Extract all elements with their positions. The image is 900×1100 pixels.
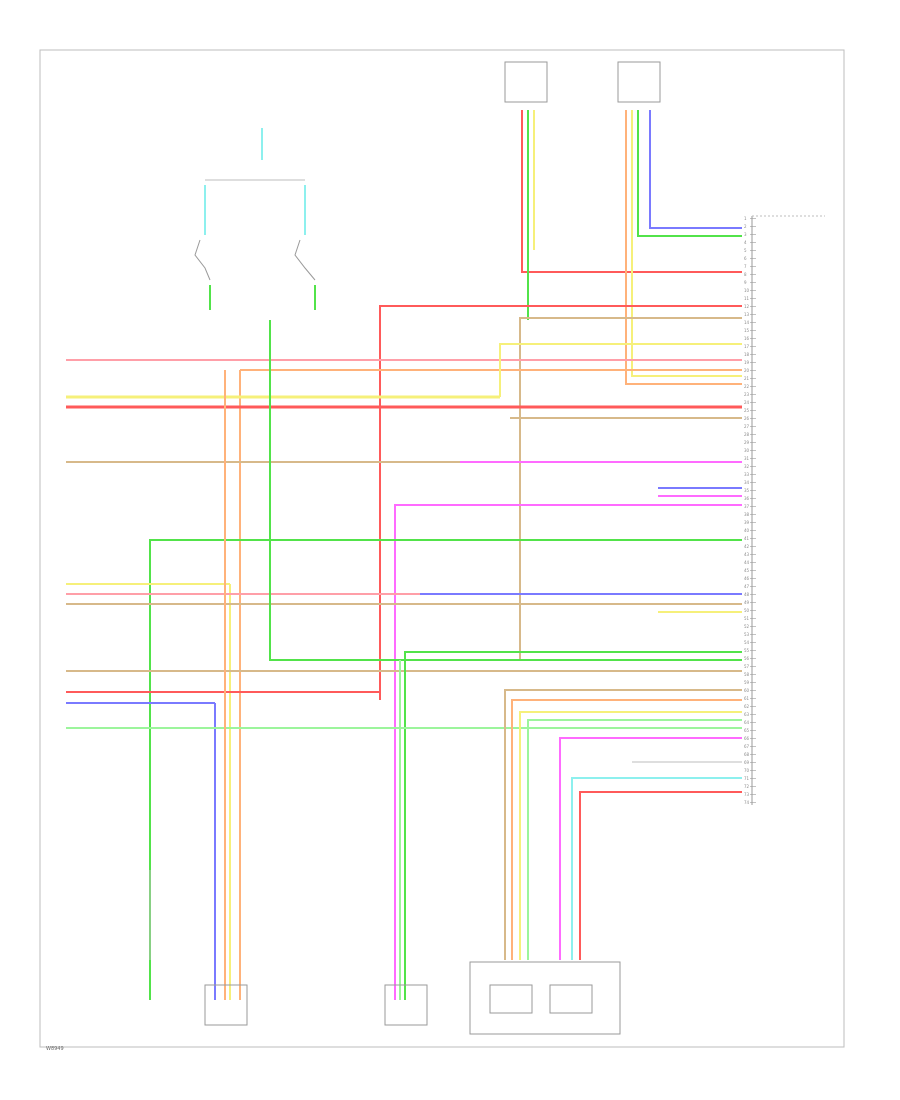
switch-left — [194, 239, 211, 281]
module-pin-number: 19 — [744, 360, 750, 365]
module-pin-number: 55 — [744, 648, 750, 653]
module-pin-number: 67 — [744, 744, 750, 749]
module-pin-number: 18 — [744, 352, 750, 357]
module-pin-number: 26 — [744, 416, 750, 421]
module-pin-number: 41 — [744, 536, 750, 541]
module-pin-number: 24 — [744, 400, 750, 405]
module-pin-number: 33 — [744, 472, 750, 477]
sensor-element-2 — [549, 984, 593, 1014]
module-pin-number: 58 — [744, 672, 750, 677]
module-pin-number: 68 — [744, 752, 750, 757]
module-pin-number: 72 — [744, 784, 750, 789]
module-pin-number: 5 — [744, 248, 747, 253]
module-pin-number: 21 — [744, 376, 750, 381]
module-pin-number: 63 — [744, 712, 750, 717]
module-pin-number: 32 — [744, 464, 750, 469]
component-layer — [194, 61, 661, 1035]
module-pin-number: 73 — [744, 792, 750, 797]
module-pin-number: 16 — [744, 336, 750, 341]
module-pin-number: 47 — [744, 584, 750, 589]
module-pin-number: 40 — [744, 528, 750, 533]
module-pin-number: 7 — [744, 264, 747, 269]
module-pin-number: 1 — [744, 216, 747, 221]
module-pin-number: 9 — [744, 280, 747, 285]
module-pin-number: 3 — [744, 232, 747, 237]
module-block: 1234567891011121314151617181920212223242… — [744, 215, 825, 805]
module-pin-number: 74 — [744, 800, 750, 805]
module-pin-number: 34 — [744, 480, 750, 485]
module-pin-number: 4 — [744, 240, 747, 245]
module-pin-number: 38 — [744, 512, 750, 517]
module-pin-number: 50 — [744, 608, 750, 613]
sensor-box-bottom-mid — [384, 984, 428, 1026]
module-pin-number: 37 — [744, 504, 750, 509]
module-pin-number: 28 — [744, 432, 750, 437]
module-pin-number: 42 — [744, 544, 750, 549]
sensor-box-bottom-left — [204, 984, 248, 1026]
module-pin-number: 49 — [744, 600, 750, 605]
module-pin-number: 43 — [744, 552, 750, 557]
module-pin-number: 66 — [744, 736, 750, 741]
connector-box-top-left — [504, 61, 548, 103]
module-pin-number: 14 — [744, 320, 750, 325]
module-pin-number: 36 — [744, 496, 750, 501]
switch-right — [294, 239, 316, 281]
module-pin-number: 13 — [744, 312, 750, 317]
module-pin-number: 65 — [744, 728, 750, 733]
module-pin-number: 23 — [744, 392, 750, 397]
module-pin-number: 56 — [744, 656, 750, 661]
module-pin-number: 48 — [744, 592, 750, 597]
module-pin-number: 53 — [744, 632, 750, 637]
module-pin-number: 30 — [744, 448, 750, 453]
sensor-assembly-box — [469, 961, 621, 1035]
module-pins: 1234567891011121314151617181920212223242… — [744, 216, 756, 805]
module-pin-number: 12 — [744, 304, 750, 309]
module-pin-number: 22 — [744, 384, 750, 389]
module-pin-number: 31 — [744, 456, 750, 461]
module-pin-number: 15 — [744, 328, 750, 333]
connector-box-top-right — [617, 61, 661, 103]
module-pin-number: 27 — [744, 424, 750, 429]
module-pin-number: 11 — [744, 296, 750, 301]
module-pin-number: 6 — [744, 256, 747, 261]
module-pin-number: 62 — [744, 704, 750, 709]
module-pin-number: 71 — [744, 776, 750, 781]
diagram-code: W8949 — [46, 1046, 64, 1052]
module-pin-number: 2 — [744, 224, 747, 229]
module-pin-number: 69 — [744, 760, 750, 765]
module-pin-number: 17 — [744, 344, 750, 349]
module-pin-number: 39 — [744, 520, 750, 525]
diagram-frame — [39, 49, 845, 1048]
module-pin-number: 59 — [744, 680, 750, 685]
module-pin-number: 46 — [744, 576, 750, 581]
module-pin-number: 57 — [744, 664, 750, 669]
module-pin-number: 52 — [744, 624, 750, 629]
sensor-element-1 — [489, 984, 533, 1014]
module-pin-number: 61 — [744, 696, 750, 701]
module-pin-number: 44 — [744, 560, 750, 565]
module-pin-number: 10 — [744, 288, 750, 293]
module-pin-number: 35 — [744, 488, 750, 493]
module-pin-number: 25 — [744, 408, 750, 413]
module-pin-number: 45 — [744, 568, 750, 573]
module-pin-number: 70 — [744, 768, 750, 773]
module-pin-number: 8 — [744, 272, 747, 277]
module-pin-number: 29 — [744, 440, 750, 445]
module-pin-number: 51 — [744, 616, 750, 621]
module-pin-number: 64 — [744, 720, 750, 725]
wire-layer — [66, 110, 742, 1000]
module-pin-number: 54 — [744, 640, 750, 645]
module-pin-number: 20 — [744, 368, 750, 373]
module-pin-number: 60 — [744, 688, 750, 693]
